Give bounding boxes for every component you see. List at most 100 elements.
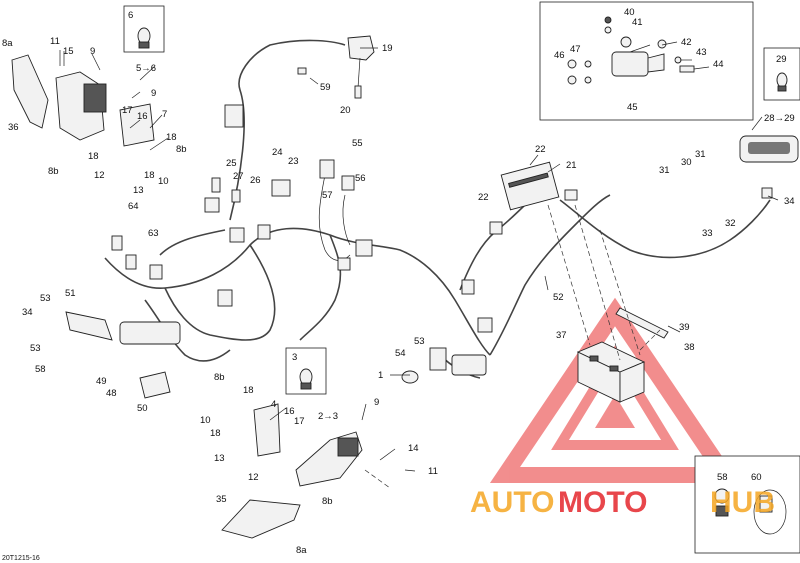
callout-37: 37 xyxy=(556,330,567,341)
callout-18-e: 18 xyxy=(210,428,221,439)
bracket-50 xyxy=(139,371,171,399)
callout-49: 49 xyxy=(96,376,107,387)
sensor-group-23 xyxy=(211,177,291,203)
drawing-code: 20T1215-16 xyxy=(2,555,40,562)
headlight-36 xyxy=(11,54,155,147)
battery-37 xyxy=(576,341,646,403)
callout-40: 40 xyxy=(624,7,635,18)
callout-10-a: 10 xyxy=(158,176,169,187)
callout-29: 29 xyxy=(776,54,787,65)
callout-34-left: 34 xyxy=(22,307,33,318)
callout-53-a: 53 xyxy=(40,293,51,304)
callout-16-b: 16 xyxy=(284,406,295,417)
callout-43: 43 xyxy=(696,47,707,58)
callout-33: 33 xyxy=(702,228,713,239)
callout-39: 39 xyxy=(679,322,690,333)
bulb-icon xyxy=(137,27,788,390)
watermark-auto: AUTO xyxy=(470,486,554,519)
callout-2to3: 2→3 xyxy=(318,411,338,422)
watermark-hub: HUB xyxy=(710,486,775,519)
assembly-dashed-lines xyxy=(364,204,661,489)
main-wiring-harness xyxy=(104,39,771,379)
callout-38: 38 xyxy=(684,342,695,353)
callout-34: 34 xyxy=(784,196,795,207)
watermark-moto: MOTO xyxy=(558,486,647,519)
callout-22-a: 22 xyxy=(535,144,546,155)
callout-64: 64 xyxy=(128,201,139,212)
callout-23: 23 xyxy=(288,156,299,167)
callout-18-c: 18 xyxy=(144,170,155,181)
callout-55: 55 xyxy=(352,138,363,149)
callout-51: 51 xyxy=(65,288,76,299)
callout-32: 32 xyxy=(725,218,736,229)
callout-4: 4 xyxy=(271,399,276,410)
callout-8a-bot: 8a xyxy=(296,545,307,556)
callout-labels: 8a 11 15 9 5→6 6 9 17 16 7 36 18 8b 18 8… xyxy=(2,7,795,556)
callout-5to6: 5→6 xyxy=(136,63,156,74)
callout-14: 14 xyxy=(408,443,419,454)
tail-light-28 xyxy=(739,135,799,163)
callout-57: 57 xyxy=(322,190,333,201)
callout-58-b: 58 xyxy=(717,472,728,483)
control-module-21 xyxy=(500,161,560,211)
relay-19 xyxy=(347,35,375,99)
headlight-35 xyxy=(221,403,363,539)
callout-26: 26 xyxy=(250,175,261,186)
callout-19: 19 xyxy=(382,43,393,54)
fastener-58-60 xyxy=(714,488,787,535)
callout-46: 46 xyxy=(554,50,565,61)
callout-44: 44 xyxy=(713,59,724,70)
callout-11-top: 11 xyxy=(50,36,60,47)
callout-13-a: 13 xyxy=(133,185,144,196)
callout-53-c: 53 xyxy=(414,336,425,347)
watermark-text: AUTO MOTO HUB xyxy=(470,486,775,519)
bracket-51 xyxy=(65,311,113,341)
callout-27: 27 xyxy=(233,171,244,182)
callout-17-a: 17 xyxy=(122,105,133,116)
grommet-59 xyxy=(297,67,307,75)
watermark-triangle-logo xyxy=(489,297,741,483)
callout-45: 45 xyxy=(627,102,638,113)
callout-13-b: 13 xyxy=(214,453,225,464)
fastener-inset-box xyxy=(694,455,800,554)
callout-16-a: 16 xyxy=(137,111,148,122)
callout-9-a: 9 xyxy=(90,46,95,57)
callout-56: 56 xyxy=(355,173,366,184)
connector-housing xyxy=(119,321,181,345)
callout-7: 7 xyxy=(162,109,167,120)
callout-8b-lower: 8b xyxy=(322,496,333,507)
callout-8b-bot: 8b xyxy=(214,372,225,383)
callout-48: 48 xyxy=(106,388,117,399)
callout-31-a: 31 xyxy=(695,149,706,160)
callout-11-b: 11 xyxy=(428,466,438,477)
callout-9-b: 9 xyxy=(151,88,156,99)
battery-strap-38 xyxy=(615,307,669,339)
callout-42: 42 xyxy=(681,37,692,48)
harness-connectors xyxy=(111,104,773,333)
callout-47: 47 xyxy=(570,44,581,55)
callout-53-b: 53 xyxy=(30,343,41,354)
callout-17-b: 17 xyxy=(294,416,305,427)
callout-18-d: 18 xyxy=(243,385,254,396)
callout-12-a: 12 xyxy=(94,170,105,181)
callout-10-b: 10 xyxy=(200,415,211,426)
callout-31-b: 31 xyxy=(659,165,670,176)
callout-58-a: 58 xyxy=(35,364,46,375)
callout-52: 52 xyxy=(553,292,564,303)
starter-relay-45 xyxy=(567,16,695,85)
callout-36: 36 xyxy=(8,122,19,133)
callout-8a-top: 8a xyxy=(2,38,13,49)
callout-50: 50 xyxy=(137,403,148,414)
callout-9-c: 9 xyxy=(374,397,379,408)
callout-25: 25 xyxy=(226,158,237,169)
callout-15: 15 xyxy=(63,46,74,57)
callout-24: 24 xyxy=(272,147,283,158)
callout-21: 21 xyxy=(566,160,577,171)
callout-60: 60 xyxy=(751,472,762,483)
callout-28to29: 28→29 xyxy=(764,113,795,124)
callout-12-b: 12 xyxy=(248,472,259,483)
callout-1: 1 xyxy=(378,370,383,381)
callout-8b-left: 8b xyxy=(48,166,59,177)
callout-35: 35 xyxy=(216,494,227,505)
